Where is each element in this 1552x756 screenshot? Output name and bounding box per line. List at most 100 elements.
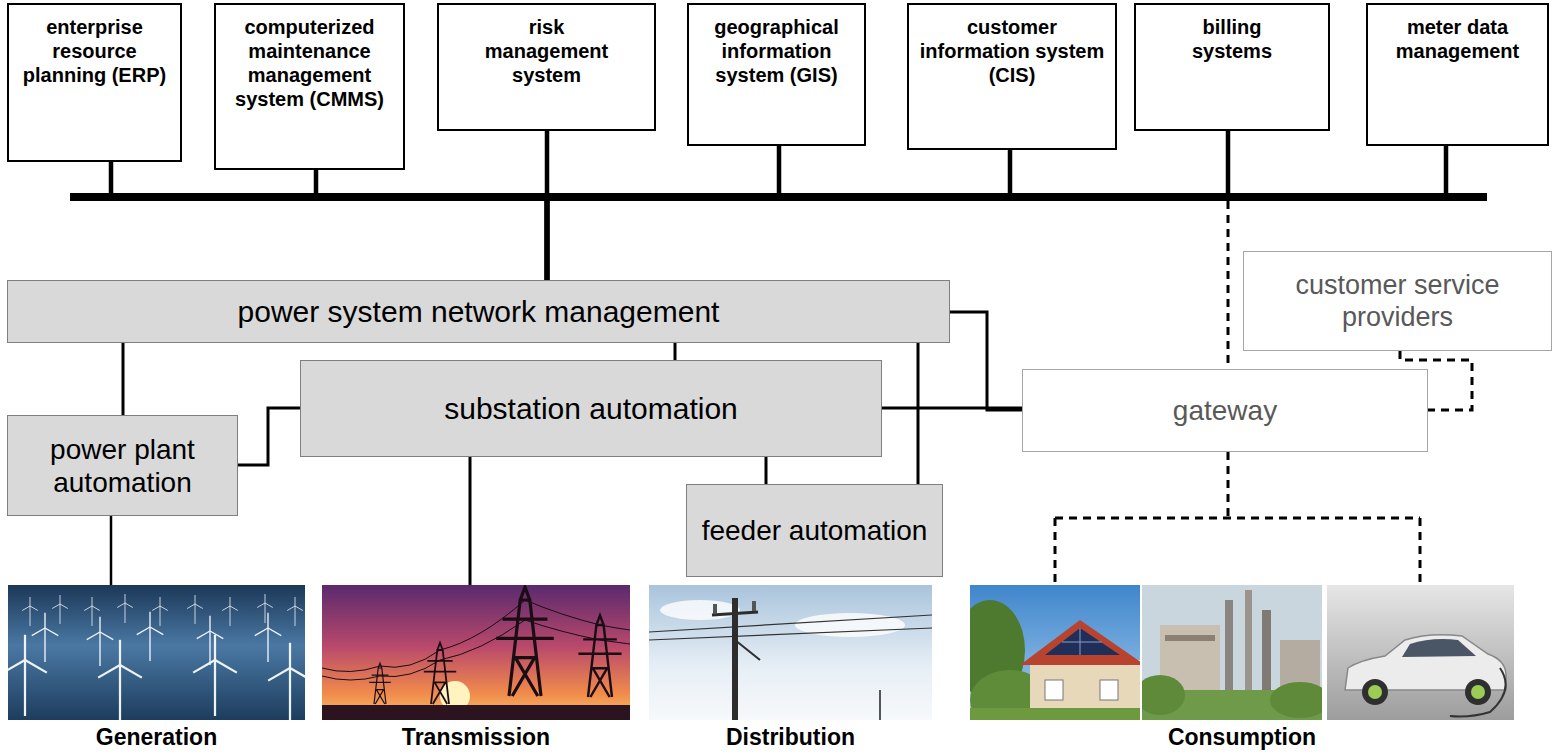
wind-farm-photo-part — [268, 643, 305, 720]
distribution-photo-part — [732, 598, 738, 720]
wind-farm-photo-part — [197, 616, 224, 665]
connector-line — [547, 146, 779, 280]
wind-farm-photo-part — [52, 595, 68, 624]
stage-label: Distribution — [649, 724, 932, 751]
wind-farm-photo-part — [22, 597, 38, 626]
connector-line — [111, 162, 547, 280]
wind-farm-photo-part — [8, 585, 305, 720]
dashed-wires-part — [1054, 518, 1057, 585]
house-photo-part — [1045, 680, 1063, 700]
box-text: enterprise resource planning (ERP) — [20, 15, 170, 87]
service-box: gateway — [1022, 369, 1428, 452]
box-text: power plant automation — [20, 433, 225, 499]
wind-farm-photo-part — [193, 635, 237, 716]
connector-line — [316, 170, 547, 280]
electric-car-photo-part — [1402, 639, 1476, 657]
wind-farm-photo-part — [32, 613, 59, 662]
electric-car-photo-part — [1450, 668, 1506, 717]
house-photo-part — [1100, 680, 1118, 700]
stage-label: Generation — [8, 724, 305, 751]
distribution-photo-part — [752, 601, 756, 611]
electric-car-photo-part — [1471, 685, 1485, 699]
connector-line — [238, 408, 300, 465]
system-box: geographical information system (GIS) — [687, 3, 866, 146]
system-box: risk management system — [437, 3, 656, 131]
house-photo-part — [1020, 620, 1140, 665]
house-photo-part — [1062, 642, 1102, 643]
box-text: customer information system (CIS) — [917, 15, 1107, 87]
system-box: computerized maintenance management syst… — [214, 3, 405, 170]
wind-farm-photo-part — [255, 613, 282, 662]
connector-line — [674, 343, 677, 360]
distribution-photo-part — [712, 612, 758, 615]
electric-car-photo-part — [1327, 585, 1514, 720]
wind-farm-photo-part — [187, 595, 203, 624]
service-box: customer service providers — [1243, 251, 1552, 351]
box-text: meter data management — [1373, 15, 1543, 63]
transmission-photo-part — [369, 663, 391, 704]
transmission-photo-part — [322, 600, 630, 672]
box-text: risk management system — [477, 15, 617, 87]
box-text: billing systems — [1172, 15, 1292, 63]
factory-photo — [1142, 585, 1322, 720]
electric-car-photo-part — [1465, 679, 1491, 705]
dashed-connector — [1400, 351, 1472, 410]
connector-line — [122, 343, 125, 415]
wind-farm-photo-part — [287, 597, 303, 626]
wind-farm-photo-part — [98, 640, 142, 720]
box-text: geographical information system (GIS) — [702, 15, 852, 87]
transmission-photo-part — [424, 643, 456, 704]
dashed-wires-part — [1227, 452, 1230, 518]
transmission-photo-part — [322, 585, 630, 720]
connector-line — [547, 131, 1228, 280]
electric-car-photo-part — [1368, 685, 1382, 699]
dashed-wires-part — [1055, 517, 1420, 520]
layout-wires — [111, 457, 470, 585]
connector-line — [547, 150, 1010, 280]
distribution-photo-part — [735, 640, 760, 660]
layout-wires-part — [110, 516, 113, 585]
transmission-photo — [322, 585, 630, 720]
connector-line — [917, 343, 920, 484]
distribution-photo-part — [649, 585, 932, 720]
dashed-wires — [1055, 452, 1420, 585]
wind-farm-photo-part — [8, 635, 47, 716]
box-text: feeder automation — [702, 514, 928, 547]
distribution-photo-part — [649, 628, 932, 640]
house-photo — [970, 585, 1140, 720]
automation-box: substation automation — [300, 360, 882, 457]
wind-farm-photo-part — [84, 597, 100, 626]
factory-photo-part — [1270, 682, 1322, 718]
wind-farm-photo-part — [137, 612, 164, 661]
stage-label: Transmission — [322, 724, 630, 751]
automation-box: feeder automation — [686, 484, 943, 577]
connector-line — [950, 312, 1022, 410]
factory-photo-part — [1225, 600, 1233, 700]
system-box: meter data management — [1366, 3, 1549, 146]
box-text: computerized maintenance management syst… — [235, 15, 385, 111]
house-photo-part — [1080, 628, 1081, 655]
wind-farm-photo-part — [152, 597, 168, 626]
system-box: billing systems — [1134, 3, 1330, 131]
dashed-wires-part — [1419, 518, 1422, 585]
wind-farm-photo-part — [222, 597, 238, 626]
distribution-photo-part — [660, 600, 740, 620]
transmission-photo-part — [322, 620, 630, 680]
transmission-photo-part — [496, 587, 554, 696]
automation-box: power system network management — [7, 280, 950, 343]
connector-line — [547, 146, 1446, 280]
wind-farm-photo — [8, 585, 305, 720]
wind-farm-photo-part — [117, 594, 133, 623]
automation-box: power plant automation — [7, 415, 238, 516]
house-photo-part — [1045, 628, 1120, 655]
electric-car-photo — [1327, 585, 1514, 720]
box-text: power system network management — [238, 294, 720, 329]
system-box: customer information system (CIS) — [907, 3, 1117, 150]
factory-photo-part — [1142, 675, 1185, 715]
stage-label: Consumption — [970, 724, 1514, 751]
